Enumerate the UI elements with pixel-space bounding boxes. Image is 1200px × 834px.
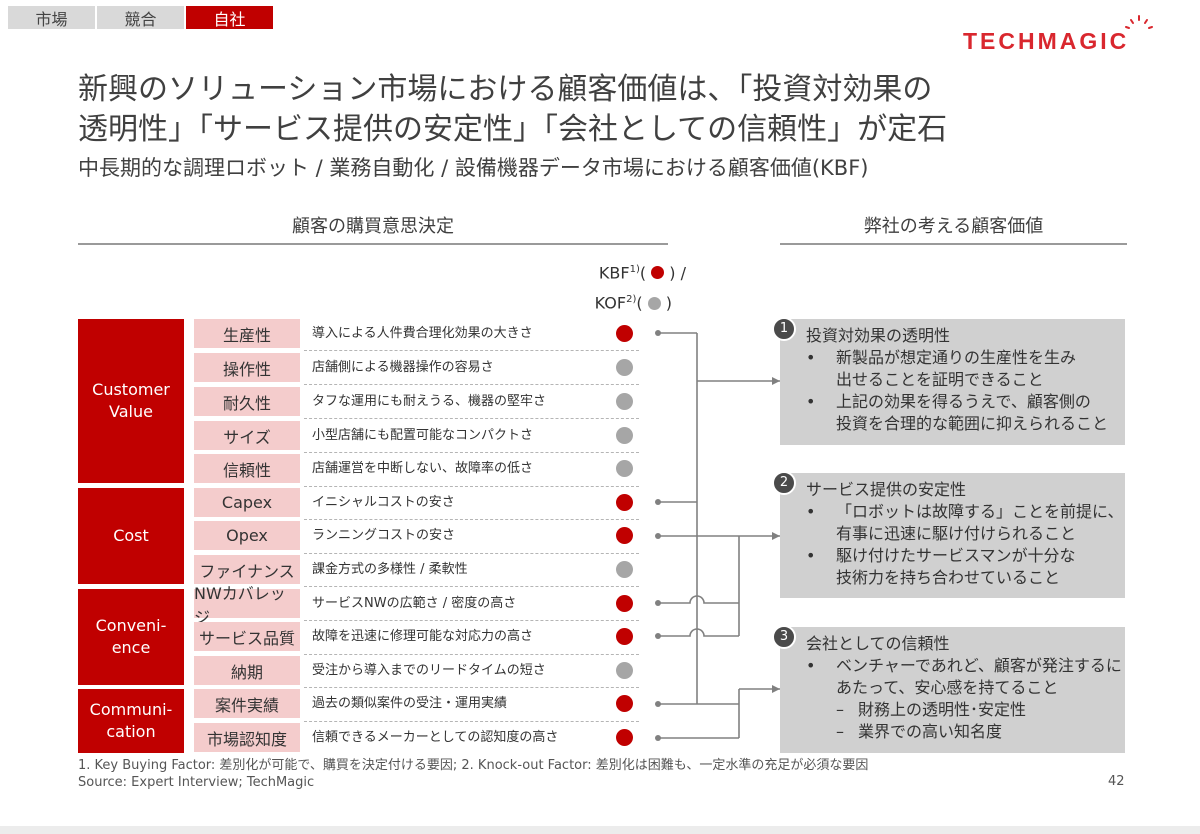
factor-desc-nw-coverage: サービスNWの広範さ / 密度の高さ (312, 596, 517, 611)
value-box-investment-transparency: 1 投資対効果の透明性 • 新製品が想定通りの生産性を生み 出せることを証明でき… (772, 317, 1125, 445)
factor-label-operability: 操作性 (194, 353, 300, 382)
factor-label-productivity: 生産性 (194, 319, 300, 348)
row-divider (304, 687, 639, 688)
kbf-dot (616, 325, 633, 342)
factor-desc-durability: タフな運用にも耐えうる、機器の堅牢さ (312, 394, 547, 409)
kof-dot (616, 427, 633, 444)
factor-desc-track-record: 過去の類似案件の受注・運用実績 (312, 696, 508, 711)
row-divider (304, 519, 639, 520)
factor-desc-operability: 店舗側による機器操作の容易さ (312, 360, 494, 375)
row-divider (304, 553, 639, 554)
factor-desc-capex: イニシャルコストの安さ (312, 495, 455, 510)
right-section-header: 弊社の考える顧客価値 (863, 216, 1044, 237)
row-divider (304, 620, 639, 621)
logo-sparkle-icon (1125, 15, 1153, 29)
factor-desc-opex: ランニングコストの安さ (312, 528, 456, 543)
legend-kbf: KBF1)( ) / (598, 263, 686, 283)
kbf-dot (616, 595, 633, 612)
kof-dot (616, 662, 633, 679)
page-subtitle: 中長期的な調理ロボット / 業務自動化 / 設備機器データ市場における顧客価値(… (78, 156, 869, 180)
value-box-service-stability: 2 サービス提供の安定性 • 「ロボットは故障する」ことを前提に、 有事に迅速に… (772, 471, 1125, 598)
tab-own-company[interactable]: 自社 (186, 6, 273, 29)
row-divider (304, 586, 639, 587)
factor-label-market-awareness: 市場認知度 (194, 723, 300, 752)
row-divider (304, 452, 639, 453)
kbf-dot (616, 729, 633, 746)
page-title: 新興のソリューション市場における顧客価値は、「投資対効果の 透明性」「サービス提… (78, 70, 1078, 150)
kof-gray-dot-icon (647, 296, 661, 310)
factor-label-opex: Opex (194, 521, 300, 550)
legend-kof: KOF2)( ) (594, 293, 672, 313)
number-badge-1: 1 (772, 317, 796, 341)
row-divider (304, 654, 639, 655)
title-line-2: 透明性」「サービス提供の安定性」「会社としての信頼性」が定石 (78, 112, 948, 147)
box-title: 会社としての信頼性 (806, 634, 950, 653)
category-cost: Cost (78, 488, 184, 584)
value-box-company-reliability: 3 会社としての信頼性 • ベンチャーであれど、顧客が発注するに あたって、安心… (772, 625, 1125, 753)
factor-desc-market-awareness: 信頼できるメーカーとしての認知度の高さ (312, 730, 559, 745)
factor-label-nw-coverage: NWカバレッジ (194, 584, 300, 627)
kof-dot (616, 460, 633, 477)
factor-label-finance: ファイナンス (194, 555, 300, 584)
factor-desc-service-quality: 故障を迅速に修理可能な対応力の高さ (312, 629, 534, 644)
left-header-divider (78, 243, 668, 245)
kof-dot (616, 359, 633, 376)
factor-label-reliability: 信頼性 (194, 454, 300, 483)
bottom-strip (0, 826, 1200, 834)
number-badge-3: 3 (772, 625, 796, 649)
logo-text: TECHMAGIC (963, 28, 1130, 54)
footnote: 1. Key Buying Factor: 差別化が可能で、購買を決定付ける要因… (78, 757, 868, 791)
tab-market[interactable]: 市場 (8, 6, 95, 29)
section-tabs: 市場 競合 自社 (8, 6, 275, 29)
kbf-dot (616, 628, 633, 645)
factor-label-track-record: 案件実績 (194, 689, 300, 718)
factor-desc-reliability: 店舗運営を中断しない、故障率の低さ (312, 461, 534, 476)
right-header-divider (780, 243, 1127, 245)
legend: KBF1)( ) / KOF2)( ) (556, 256, 686, 317)
row-divider (304, 418, 639, 419)
left-section-header: 顧客の購買意思決定 (292, 216, 454, 237)
factor-desc-finance: 課金方式の多様性 / 柔軟性 (312, 562, 468, 577)
factor-label-capex: Capex (194, 488, 300, 517)
category-convenience: Conveni-ence (78, 589, 184, 685)
factor-desc-productivity: 導入による人件費合理化効果の大きさ (312, 326, 533, 341)
footnote-source: Source: Expert Interview; TechMagic (78, 775, 315, 790)
row-divider (304, 384, 639, 385)
kof-dot (616, 393, 633, 410)
factor-label-service-quality: サービス品質 (194, 622, 300, 651)
kbf-dot (616, 494, 633, 511)
factor-label-delivery: 納期 (194, 656, 300, 685)
factor-label-size: サイズ (194, 421, 300, 450)
kbf-dot (616, 527, 633, 544)
kbf-dot (616, 695, 633, 712)
row-divider (304, 486, 639, 487)
number-badge-2: 2 (772, 471, 796, 495)
row-divider (304, 350, 639, 351)
factor-label-durability: 耐久性 (194, 387, 300, 416)
page-number: 42 (1108, 774, 1125, 789)
category-communication: Communi-cation (78, 689, 184, 753)
tab-competitors[interactable]: 競合 (97, 6, 184, 29)
kbf-red-dot-icon (651, 266, 665, 280)
box-title: 投資対効果の透明性 (806, 326, 951, 345)
techmagic-logo: TECHMAGIC (963, 14, 1163, 54)
factor-desc-size: 小型店舗にも配置可能なコンパクトさ (312, 428, 534, 443)
row-divider (304, 721, 639, 722)
factor-desc-delivery: 受注から導入までのリードタイムの短さ (312, 663, 546, 678)
footnote-definitions: 1. Key Buying Factor: 差別化が可能で、購買を決定付ける要因… (78, 758, 869, 773)
kof-dot (616, 561, 633, 578)
box-title: サービス提供の安定性 (806, 480, 967, 499)
title-line-1: 新興のソリューション市場における顧客価値は、「投資対効果の (78, 72, 933, 107)
